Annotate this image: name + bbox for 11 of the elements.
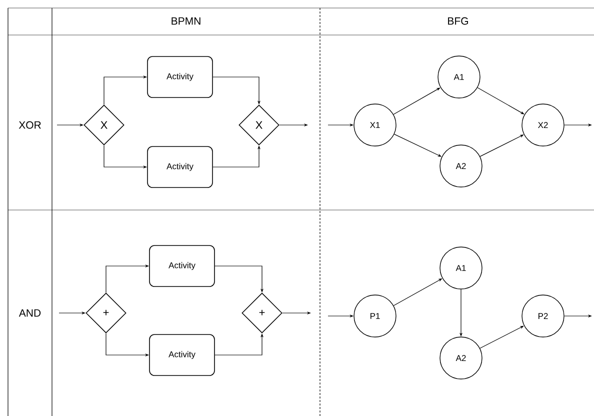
row-header: XOR — [18, 121, 41, 129]
activity-box: Activity — [147, 56, 213, 98]
arrow — [477, 87, 524, 114]
column-header: BFG — [448, 17, 468, 25]
activity-box: Activity — [149, 334, 215, 376]
arrow — [480, 326, 524, 349]
row-header: AND — [18, 309, 41, 317]
activity-box: Activity — [149, 245, 215, 287]
activity-box: Activity — [147, 146, 213, 188]
arrow — [393, 88, 440, 115]
column-header: BPMN — [172, 17, 200, 25]
